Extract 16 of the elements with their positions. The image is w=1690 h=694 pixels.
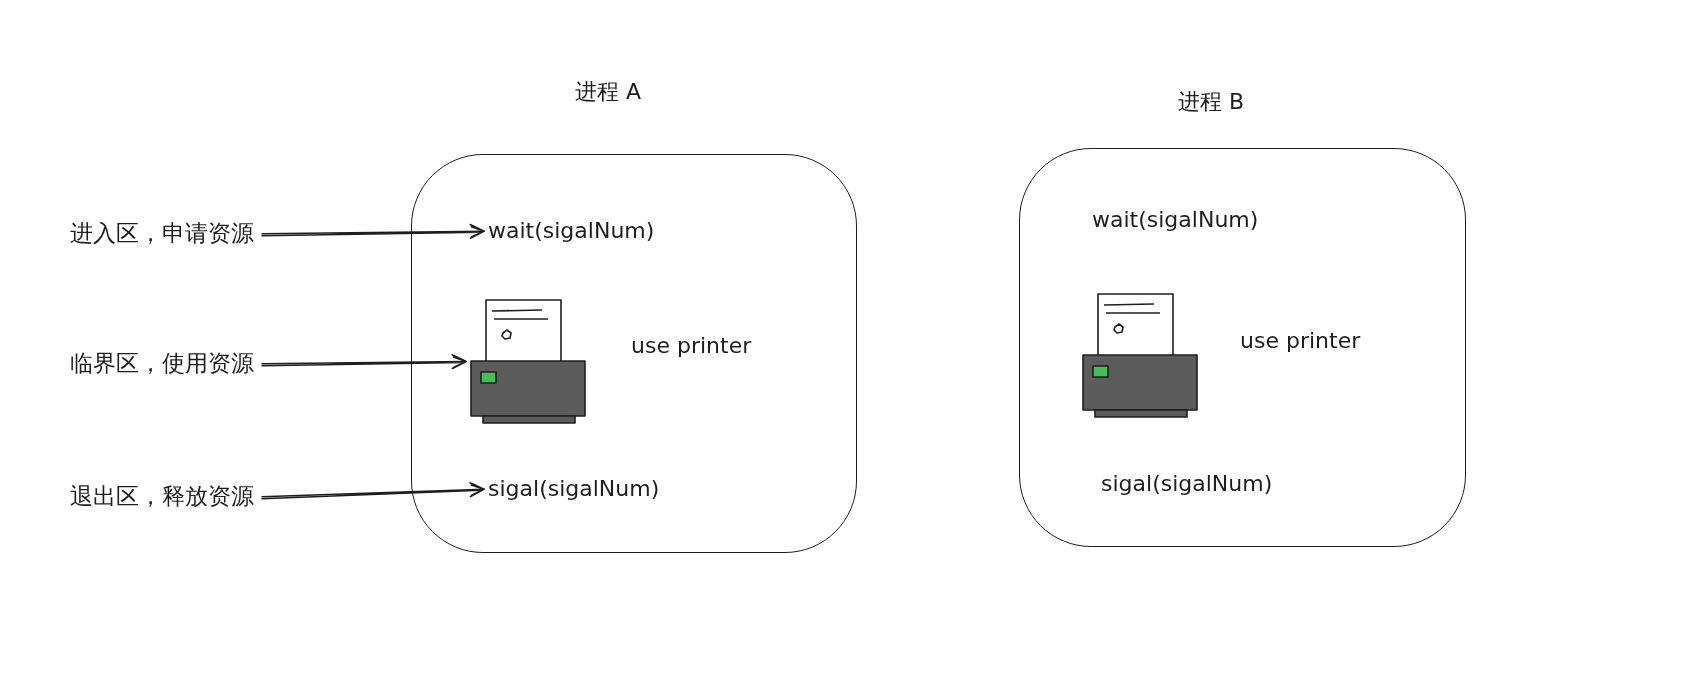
process-title: 进程 A <box>575 79 642 106</box>
annotation-text: 进入区，申请资源 <box>70 220 254 248</box>
note-text: use printer <box>1240 328 1361 355</box>
printer-illustration <box>1082 293 1198 418</box>
arrow <box>261 354 467 370</box>
code-text: sigal(sigalNum) <box>1101 471 1273 498</box>
note-text: use printer <box>631 333 752 360</box>
arrow <box>261 482 485 500</box>
annotation-text: 退出区，释放资源 <box>70 483 254 511</box>
code-text: wait(sigalNum) <box>488 218 655 245</box>
annotation-text: 临界区，使用资源 <box>70 350 254 378</box>
code-text: wait(sigalNum) <box>1092 207 1259 234</box>
arrow <box>261 223 485 239</box>
printer-illustration <box>470 299 586 424</box>
code-text: sigal(sigalNum) <box>488 476 660 503</box>
process-title: 进程 B <box>1178 89 1245 116</box>
